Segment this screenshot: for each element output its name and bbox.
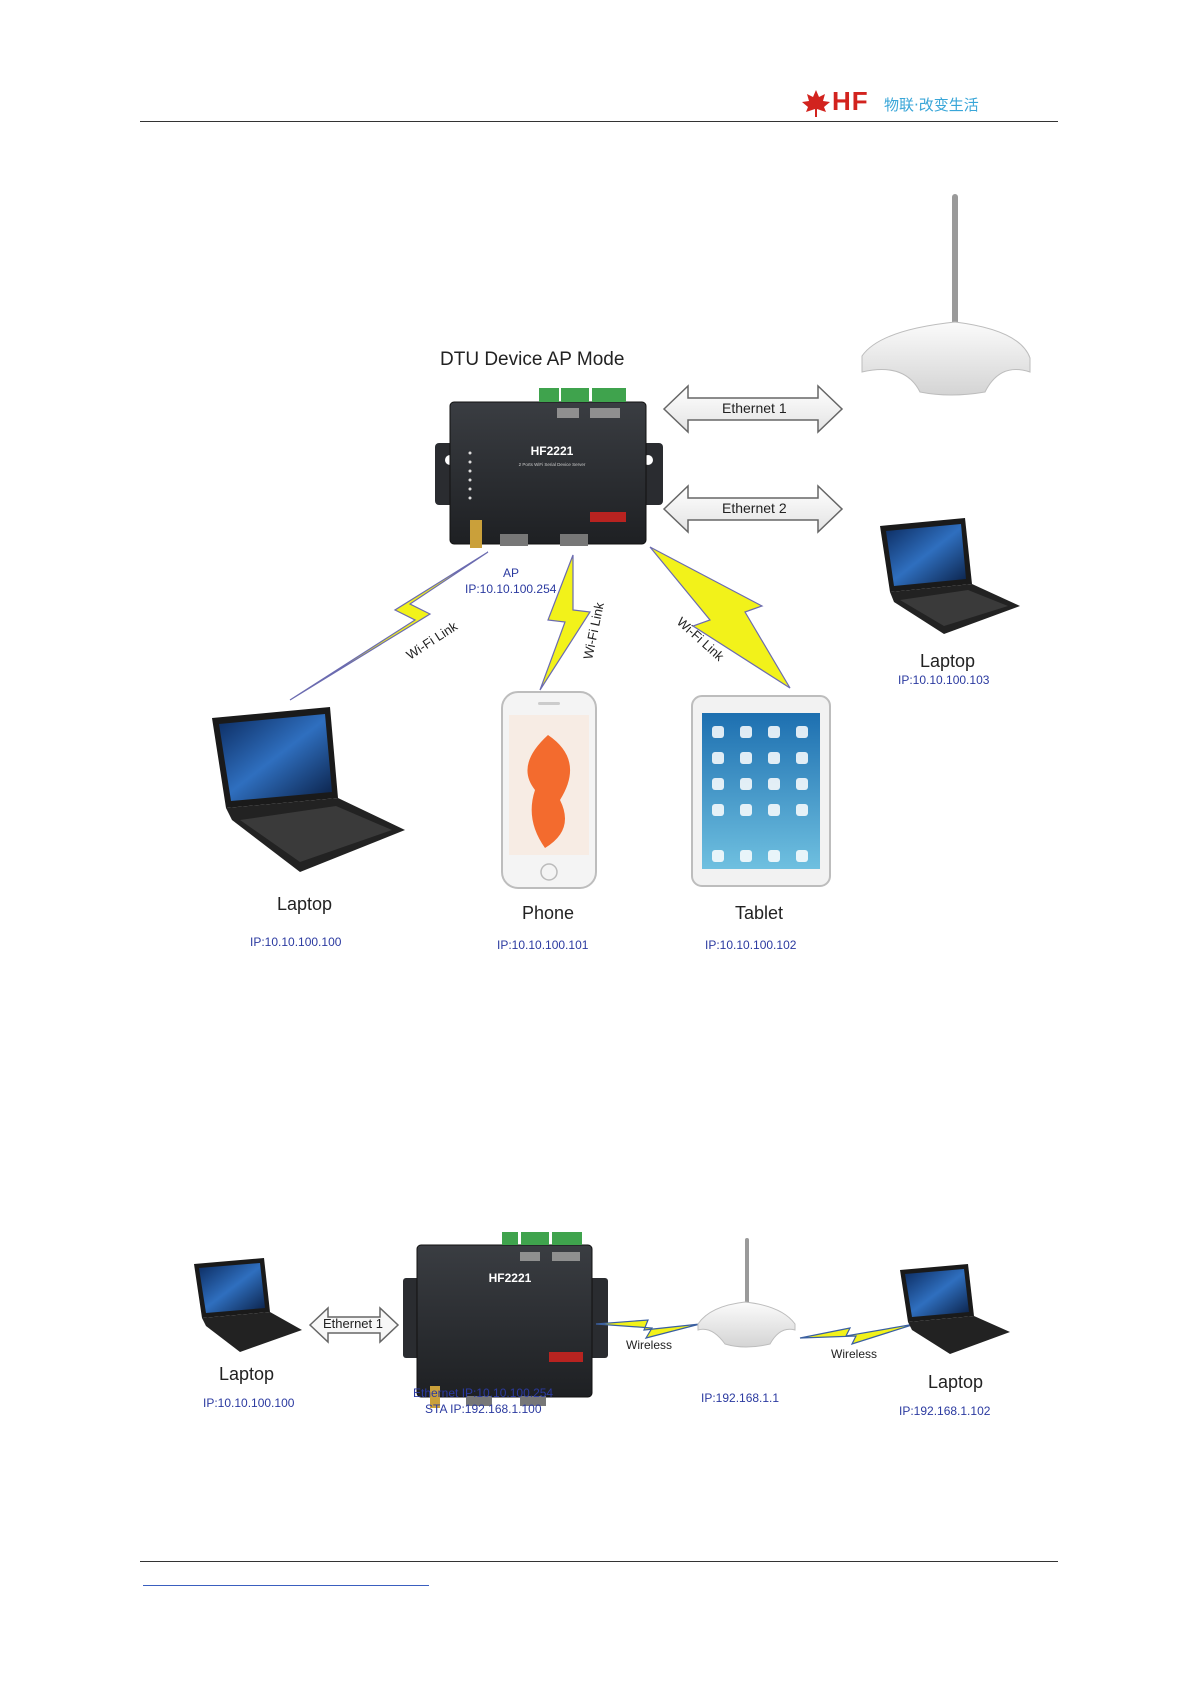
device2-sta-ip: STA IP:192.168.1.100 [425,1402,542,1416]
dtu-device-2: HF2221 [403,1232,608,1408]
wifi-link-tablet [649,546,791,689]
tablet-label: Tablet [735,903,784,923]
ap-ip: IP:10.10.100.254 [465,582,557,596]
phone-ip: IP:10.10.100.101 [497,938,589,952]
maple-leaf-icon [802,90,830,117]
laptop-left-ip: IP:10.10.100.100 [250,935,342,949]
laptop2-left-label: Laptop [219,1364,275,1384]
laptop-left-device [212,707,405,872]
wifi-link-left [289,551,489,701]
laptop2-left-ip: IP:10.10.100.100 [203,1396,295,1410]
tablet-device [691,695,831,887]
phone-device [501,691,597,889]
wireless-link-1 [595,1319,701,1339]
diagram1-title: DTU Device AP Mode [440,349,625,370]
wifi-link-label-phone: Wi-Fi Link [580,601,607,661]
device2-name: HF2221 [489,1271,532,1285]
device-subtitle: 2 Ports WiFi Serial Device Server [519,462,586,467]
ethernet1-arrow [662,384,844,434]
ethernet2-label: Ethernet 2 [722,500,787,516]
laptop-right-device [880,518,1020,634]
phone-label: Phone [522,903,575,923]
header-divider [140,121,1058,122]
laptop2-right-label: Laptop [928,1372,984,1392]
router2-device [697,1238,796,1348]
footer-divider [140,1561,1058,1562]
tablet-ip: IP:10.10.100.102 [705,938,797,952]
laptop2-right-device [900,1264,1010,1354]
wireless-link-2 [799,1323,916,1346]
dtu-device: HF2221 2 Ports WiFi Serial Device Server [435,388,663,548]
footer-link-line [143,1585,429,1586]
device-name: HF2221 [531,444,574,458]
laptop-left-label: Laptop [277,894,333,914]
wifi-link-phone [539,554,592,691]
laptop2-right-ip: IP:192.168.1.102 [899,1404,991,1418]
wireless-label-2: Wireless [831,1347,878,1361]
hf-logo: HF 物联·改变生活 [800,86,1010,118]
laptop-right-label: Laptop [920,651,976,671]
router2-ip: IP:192.168.1.1 [701,1391,780,1405]
wireless-label-1: Wireless [626,1338,673,1352]
ethernet2-arrow [662,484,844,534]
ap-label: AP [503,566,520,580]
device2-ethernet-ip: Ethernet IP:10.10.100.254 [413,1386,554,1400]
ethernet1-label: Ethernet 1 [722,400,787,416]
laptop2-left-device [194,1258,302,1352]
ethernet1-label-2: Ethernet 1 [323,1316,383,1331]
diagram-sta-mode: HF2221 [194,1232,1010,1408]
logo-tagline: 物联·改变生活 [884,96,979,114]
ethernet-arrow-2 [308,1306,400,1344]
router-device [861,194,1031,396]
laptop-right-ip: IP:10.10.100.103 [898,673,990,687]
logo-text: HF [832,86,869,116]
diagram-ap-mode: HF2221 2 Ports WiFi Serial Device Server [212,194,1031,889]
